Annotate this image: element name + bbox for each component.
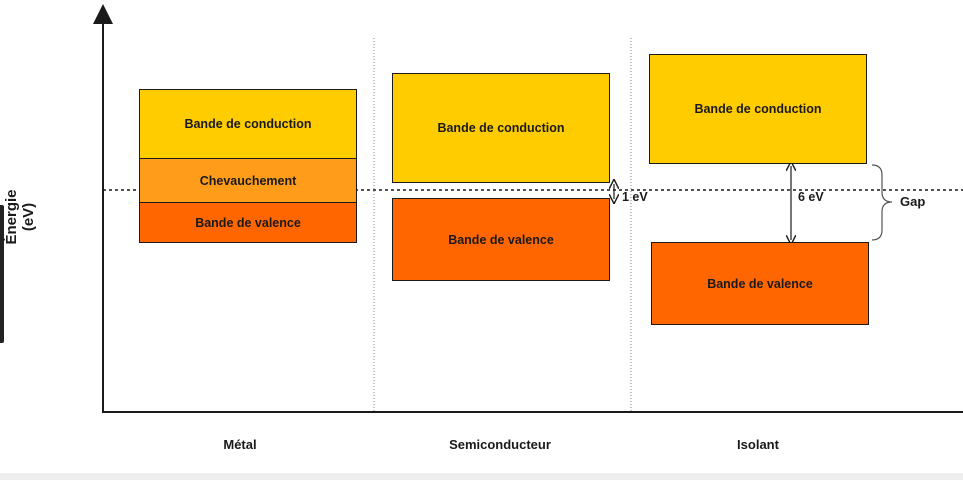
insulator-valence-band: Bande de valence xyxy=(651,242,869,325)
metal-conduction-band: Bande de conduction xyxy=(139,89,357,159)
gap-label-1ev: 1 eV xyxy=(622,190,648,204)
column-label-metal: Métal xyxy=(223,437,257,452)
side-tab xyxy=(0,205,4,343)
semiconductor-valence-band: Bande de valence xyxy=(392,198,610,281)
semiconductor-conduction-band: Bande de conduction xyxy=(392,73,610,183)
gap-label-6ev: 6 eV xyxy=(798,190,824,204)
bottom-bar xyxy=(0,473,963,480)
metal-valence-band: Bande de valence xyxy=(139,202,357,243)
column-label-insulator: Isolant xyxy=(737,437,779,452)
y-axis-label: Énergie (eV) xyxy=(3,189,37,245)
gap-brace xyxy=(871,164,893,241)
gap-brace-label: Gap xyxy=(900,194,926,209)
insulator-conduction-band: Bande de conduction xyxy=(649,54,867,164)
column-label-semiconductor: Semiconducteur xyxy=(449,437,551,452)
metal-overlap-band: Chevauchement xyxy=(139,158,357,203)
